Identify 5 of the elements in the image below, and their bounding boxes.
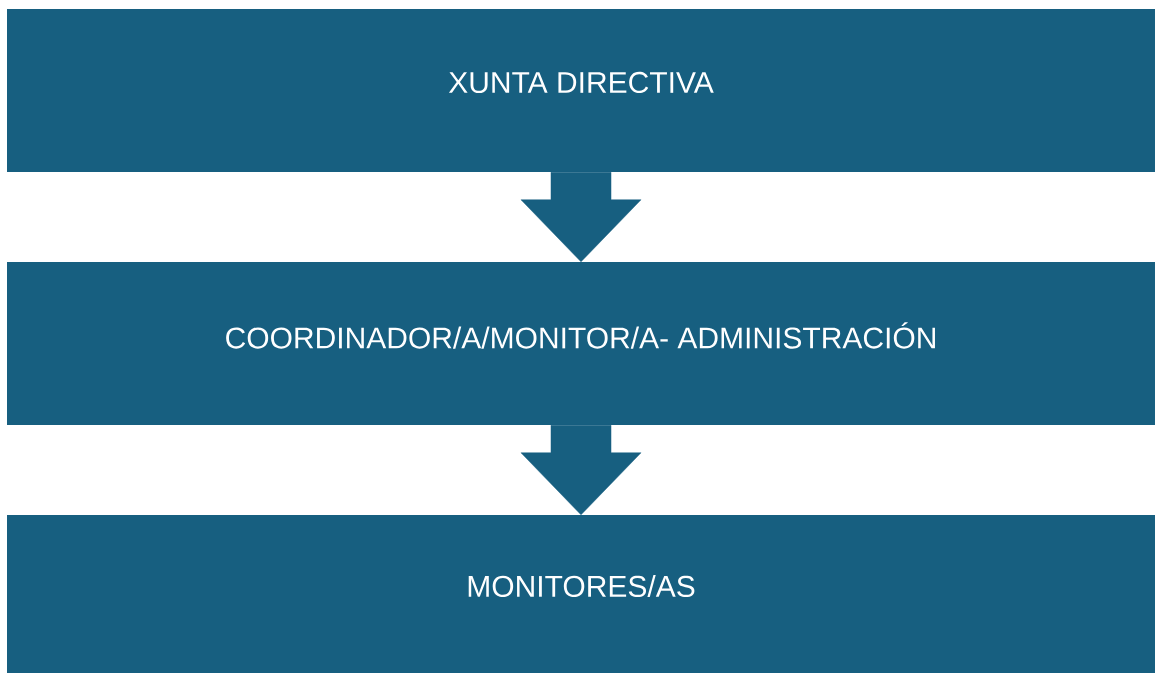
process-box: MONITORES/AS xyxy=(7,515,1155,673)
block-arrow xyxy=(520,424,642,516)
process-box: XUNTA DIRECTIVA xyxy=(7,9,1155,172)
process-box: COORDINADOR/A/MONITOR/A- ADMINISTRACIÓN xyxy=(7,262,1155,425)
block-arrow xyxy=(520,171,642,263)
